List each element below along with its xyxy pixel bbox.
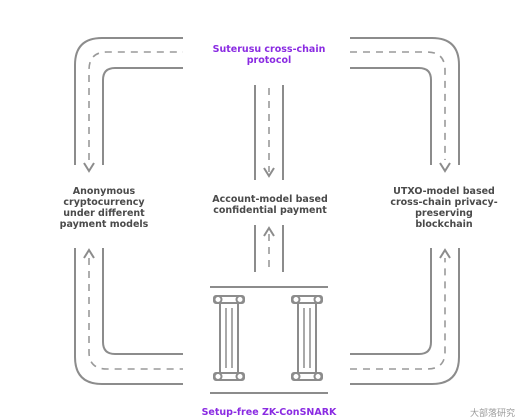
top-left-connector (74, 37, 183, 173)
center-bottom-connector (254, 225, 284, 272)
bottom-left-dashed-path (88, 258, 183, 370)
top-right-dashed-path (350, 51, 446, 160)
node-bottom-label: Setup-free ZK-ConSNARK (201, 407, 337, 418)
node-right-label: UTXO-model based cross-chain privacy-pre… (390, 186, 498, 230)
bottom-right-connector (350, 248, 460, 385)
bottom-left-arrow (83, 248, 95, 259)
bottom-left-connector (74, 248, 183, 385)
bottom-right-dashed-path (350, 258, 446, 370)
center-top-connector (254, 85, 284, 180)
node-left-label: Anonymous cryptocurrency under different… (59, 186, 149, 230)
center-up-arrow (263, 226, 275, 237)
node-center-label: Account-model based confidential payment (212, 194, 328, 216)
node-top-label: Suterusu cross-chain protocol (212, 44, 326, 66)
pillar-left-icon (213, 295, 245, 381)
top-right-arrow (439, 162, 451, 173)
pillar-base-lines (210, 286, 328, 394)
top-right-connector (350, 37, 460, 173)
top-left-dashed-path (88, 51, 183, 160)
pillar-right-icon (291, 295, 323, 381)
bottom-right-arrow (439, 248, 451, 259)
center-down-arrow (263, 167, 275, 178)
top-left-arrow (83, 162, 95, 173)
watermark-text: 大部落研究 (470, 409, 516, 419)
